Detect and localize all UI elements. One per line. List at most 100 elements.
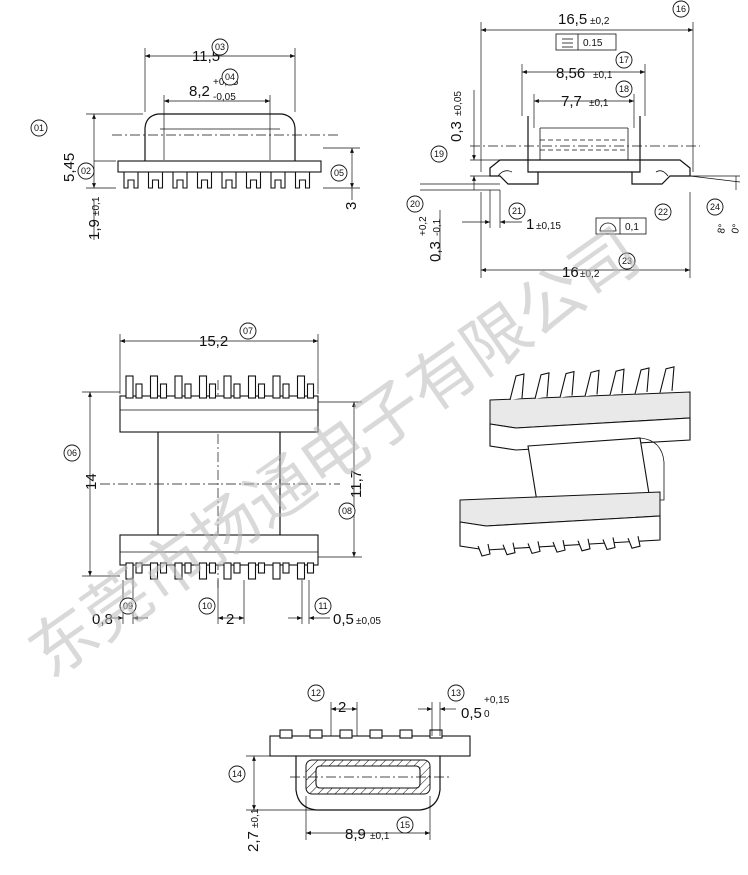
side-view xyxy=(420,22,741,278)
dim-top-pin-len-tol: ±0,1 xyxy=(91,196,102,216)
dim-top-height: 5,45 xyxy=(61,153,78,182)
callout-circle xyxy=(30,119,48,137)
pin xyxy=(149,375,159,399)
callout-circle xyxy=(406,195,424,213)
dim-pin-w: 0,5 xyxy=(333,611,354,628)
pin xyxy=(584,369,600,397)
callout-label: 21 xyxy=(512,206,522,216)
pin xyxy=(247,562,257,580)
pin xyxy=(509,373,525,401)
dim-side-core: 8,56 xyxy=(556,65,585,82)
pin xyxy=(502,542,516,556)
dim-side-pin-off-tol: ±0,15 xyxy=(536,221,561,232)
pin xyxy=(159,562,168,574)
dim-top-width: 11,5 xyxy=(192,48,220,65)
angle-max: 8° xyxy=(716,223,728,234)
callout-label: 19 xyxy=(434,149,444,159)
dim-top-pin-span: 8,2 xyxy=(189,83,210,100)
callout-circle xyxy=(63,444,81,462)
callout-circle xyxy=(615,51,633,69)
dim-side-pin-t-tol-plus: +0,2 xyxy=(418,216,429,236)
pin xyxy=(223,562,232,580)
pin xyxy=(184,383,192,399)
callout-circle xyxy=(618,252,636,270)
pin xyxy=(208,562,217,574)
callout-label: 06 xyxy=(67,448,77,458)
pin xyxy=(272,375,281,399)
callout-label: 20 xyxy=(410,199,420,209)
pin xyxy=(527,541,541,555)
pin xyxy=(306,383,315,399)
pin xyxy=(257,383,266,399)
pin xyxy=(577,538,591,552)
pin xyxy=(208,383,217,399)
pin xyxy=(534,372,550,399)
dim-end-height: 2,7 xyxy=(245,831,262,852)
pin xyxy=(309,729,323,739)
dim-side-pin-off: 1 xyxy=(526,216,534,233)
callout-label: 24 xyxy=(710,202,720,212)
pin xyxy=(123,171,139,189)
callout-circle xyxy=(119,597,137,615)
callout-label: 13 xyxy=(451,688,461,698)
pin xyxy=(270,171,286,189)
callout-label: 16 xyxy=(676,4,686,14)
callout-label: 08 xyxy=(342,506,352,516)
callout-circle xyxy=(330,164,348,182)
pin xyxy=(172,171,188,189)
pin xyxy=(306,562,315,574)
callout-circle xyxy=(338,502,356,520)
callout-circle xyxy=(447,684,465,702)
callout-circle xyxy=(672,0,690,18)
callout-label: 09 xyxy=(123,601,133,611)
callout-label: 12 xyxy=(311,688,321,698)
pin xyxy=(339,729,353,739)
callout-label: 22 xyxy=(658,207,668,217)
dim-end-pin-w-tol-plus: +0,15 xyxy=(484,695,510,706)
pin xyxy=(247,375,257,399)
flatness-value: 0.15 xyxy=(583,38,603,49)
pin xyxy=(174,562,183,580)
callout-label: 17 xyxy=(619,55,629,65)
top-view xyxy=(86,48,360,240)
dim-side-inner: 7,7 xyxy=(561,93,582,110)
dim-top-pin-span-tol-minus: -0,05 xyxy=(213,92,236,103)
callout-circle xyxy=(654,203,672,221)
angle-min: 0° xyxy=(730,223,742,234)
callout-label: 05 xyxy=(334,168,344,178)
end-view xyxy=(246,702,471,840)
pin xyxy=(125,562,134,580)
pin xyxy=(279,729,293,739)
dim-top-body-h: 3 xyxy=(343,202,360,210)
pin xyxy=(296,562,306,580)
dim-side-pin-t: 0,3 xyxy=(427,241,444,262)
pin xyxy=(477,543,491,557)
pin xyxy=(552,539,566,553)
dim-side-core-tol: ±0,1 xyxy=(593,70,613,81)
dim-side-wall: 0,3 xyxy=(448,121,465,142)
callout-label: 01 xyxy=(34,123,44,133)
dim-front-inner-h: 11,7 xyxy=(348,470,365,498)
pin xyxy=(369,729,383,739)
callout-circle xyxy=(430,145,448,163)
pin xyxy=(135,562,143,574)
isometric-view xyxy=(459,366,691,557)
dim-end-width: 8,9 xyxy=(345,826,366,843)
pin xyxy=(233,383,241,399)
callout-circle xyxy=(198,597,216,615)
pin xyxy=(296,375,306,399)
callout-label: 07 xyxy=(243,326,253,336)
callout-label: 10 xyxy=(202,601,212,611)
callout-label: 14 xyxy=(232,769,242,779)
profile-value: 0,1 xyxy=(625,222,639,233)
callout-circle xyxy=(211,38,229,56)
callout-label: 03 xyxy=(215,42,225,52)
pin xyxy=(135,383,143,399)
pin xyxy=(272,562,281,580)
pin xyxy=(159,383,168,399)
callout-circle xyxy=(396,816,414,834)
pin xyxy=(429,729,443,739)
pin xyxy=(196,171,213,189)
dim-side-span: 16 xyxy=(562,264,579,281)
